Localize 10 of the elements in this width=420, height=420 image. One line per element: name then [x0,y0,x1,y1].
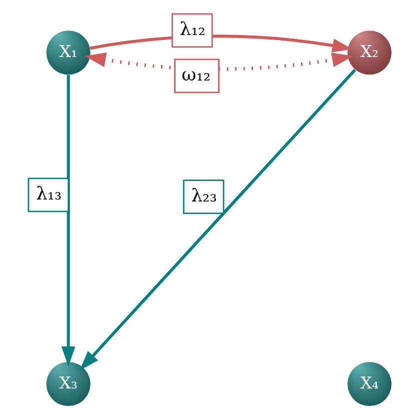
arrow [61,75,76,366]
node-circle: X₄ [348,362,392,406]
node-circle: X₁ [46,30,90,75]
edge-label: λ₂₃ [191,185,217,206]
edge-label: λ₁₃ [36,184,62,205]
arrow [80,68,356,370]
node-circle: X₂ [348,30,392,75]
edge-label: ω₁₂ [182,64,211,86]
edge-label: λ₁₂ [180,19,206,40]
node-circle: X₃ [46,362,90,406]
